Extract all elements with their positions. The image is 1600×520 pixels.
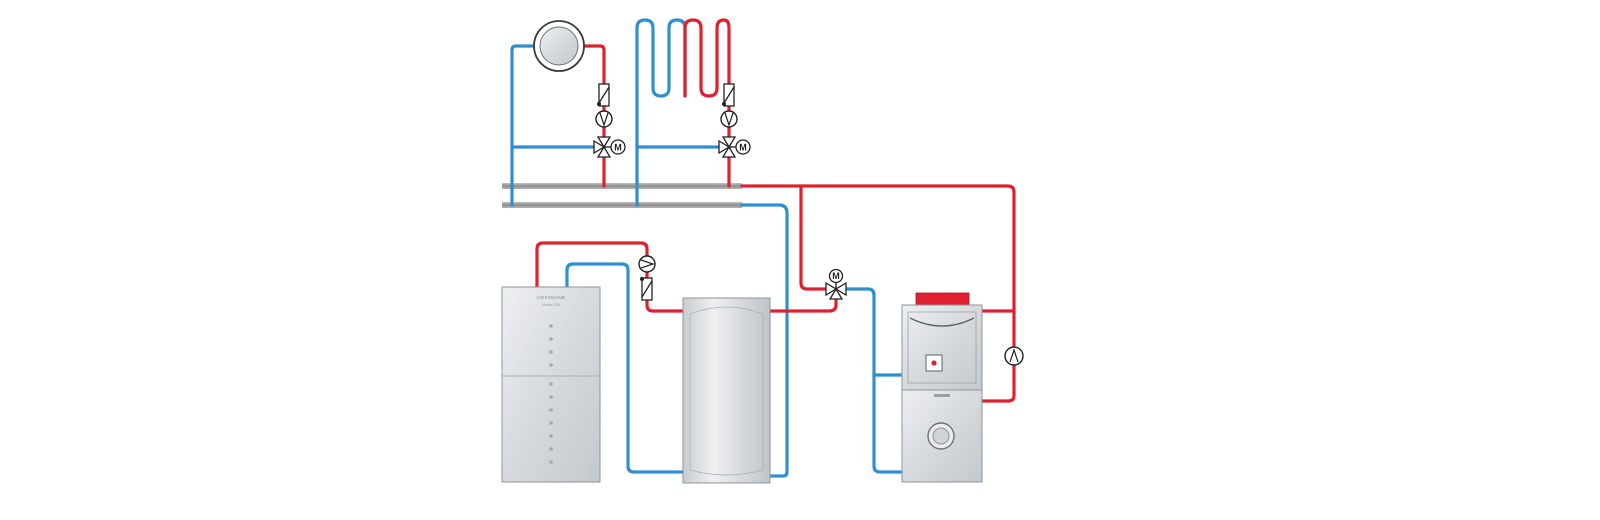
heatpump-supply-down [645,270,685,313]
pump-boiler [1004,346,1024,366]
manifold-to-boiler-pipe [740,184,1016,347]
buffer-mix-branch-pipe [799,184,831,291]
boiler-flow-pipe [980,363,1016,403]
buffer-to-mixer-pipe [768,294,838,313]
heatpump-return-pipe [565,262,685,474]
heat-pump-unit: VIESSMANN Vitocal 350 [501,286,601,483]
boiler-return-pipe [834,287,904,474]
mixing-valve-floor: M [718,136,751,158]
floor-coil-supply-pipe [683,18,731,188]
check-valve-radiator [597,83,610,107]
radiator [533,20,585,72]
buffer-tank [682,297,771,484]
pump-floor [720,110,738,128]
motor-label: M [614,142,622,152]
manifold-to-buffer-pipe [740,203,789,478]
heat-pump-brand: VIESSMANN [536,295,565,300]
mixing-valve-radiator: M [593,136,626,158]
pump-radiator [595,110,613,128]
pump-heatpump [638,255,656,273]
motor-label: M [832,271,840,281]
return-pipes [510,18,904,478]
floor-coil-return-pipe [635,18,687,207]
heatpump-supply-pipe [535,241,649,289]
supply-pipes [535,18,1016,403]
check-valve-floor [722,83,735,107]
motor-label: M [739,142,747,152]
check-valve-heatpump [640,277,653,301]
heat-pump-model: Vitocal 350 [542,303,560,307]
distribution-manifold [502,183,742,208]
boiler-unit [901,292,983,483]
boiler-indicator-light [931,360,937,366]
radiator-supply-pipe [581,44,606,188]
radiator-return-pipe [510,44,537,207]
mixing-valve-boiler: M [825,268,847,300]
heat-pump-indicator-dots [549,324,553,464]
boiler-top-cap [915,292,970,306]
